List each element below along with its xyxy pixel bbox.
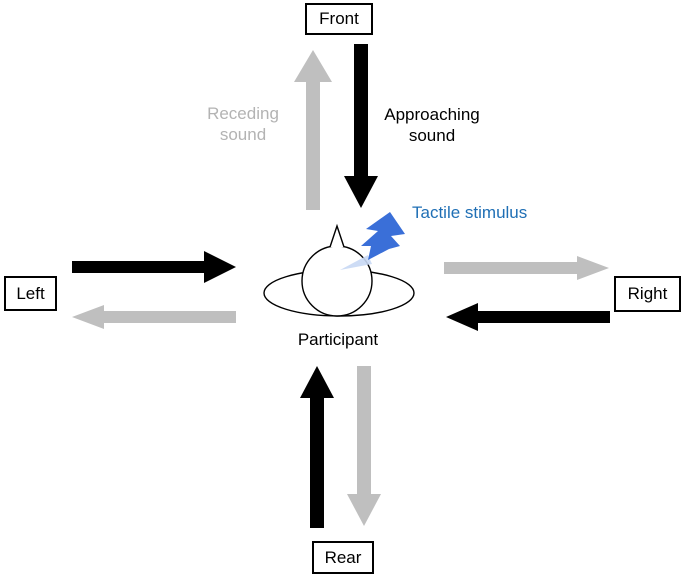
label-left: Left (4, 276, 57, 311)
arrow-rear-approaching (300, 366, 334, 528)
receding-sound-label: Receding sound (193, 103, 293, 145)
approaching-line1: Approaching (384, 105, 480, 124)
participant-nose (329, 223, 345, 248)
arrow-front-approaching (344, 44, 378, 208)
label-front: Front (305, 3, 373, 35)
approaching-sound-label: Approaching sound (377, 104, 487, 146)
label-rear: Rear (312, 541, 374, 574)
right-text: Right (627, 284, 668, 303)
tactile-stimulus-label: Tactile stimulus (412, 203, 528, 222)
participant-label: Participant (297, 330, 379, 349)
arrow-rear-receding (347, 366, 381, 526)
front-text: Front (319, 9, 359, 28)
rear-text: Rear (324, 547, 362, 567)
tactile-contact-area (340, 255, 372, 270)
label-right: Right (614, 276, 681, 312)
arrow-front-receding (294, 50, 332, 210)
arrow-right-approaching (446, 303, 610, 331)
arrow-right-receding (444, 256, 609, 280)
receding-line2: sound (219, 125, 267, 144)
approaching-line2: sound (408, 126, 456, 145)
left-text: Left (16, 283, 45, 303)
lightning-bolt-icon (361, 212, 405, 260)
arrow-left-receding (72, 305, 236, 329)
receding-line1: Receding (207, 104, 279, 123)
participant-head (301, 245, 373, 317)
arrow-left-approaching (72, 251, 236, 283)
